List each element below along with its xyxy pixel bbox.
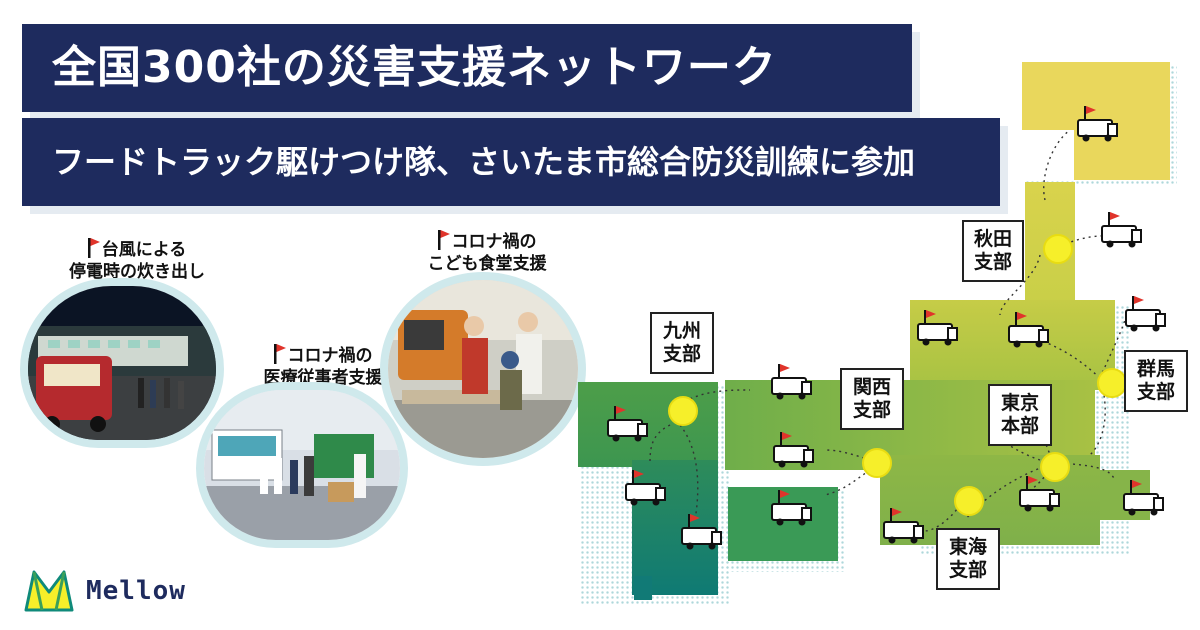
region-kanto-chubu	[910, 300, 1115, 390]
food-truck-icon	[681, 514, 722, 550]
page-title: 全国300社の災害支援ネットワーク	[22, 24, 912, 112]
flag-icon	[273, 344, 286, 364]
hub-dot-kansai	[862, 448, 892, 478]
photo-typhoon-image	[28, 286, 216, 440]
flag-icon	[87, 238, 100, 258]
map-gap	[1022, 130, 1074, 180]
photo-caption-medical: コロナ禍の 医療従事者支援	[263, 344, 383, 388]
mellow-logo: Mellow	[22, 566, 186, 616]
food-truck-icon	[1123, 480, 1164, 516]
photo-caption-cafeteria: コロナ禍の こども食堂支援	[427, 230, 547, 274]
callout-kyushu: 九州 支部	[650, 312, 714, 374]
hub-dot-akita	[1043, 234, 1073, 264]
food-truck-icon	[1008, 312, 1049, 348]
callout-gunma: 群馬 支部	[1124, 350, 1188, 412]
photo-medical-support	[204, 390, 400, 540]
food-truck-icon	[607, 406, 648, 442]
region-okinawa	[634, 576, 652, 600]
food-truck-icon	[883, 508, 924, 544]
food-truck-icon	[625, 470, 666, 506]
hub-dot-tokyo	[1040, 452, 1070, 482]
flag-icon	[437, 230, 450, 250]
food-truck-icon	[1125, 296, 1166, 332]
hub-dot-gunma	[1097, 368, 1127, 398]
photo-caption-typhoon: 台風による 停電時の炊き出し	[69, 238, 205, 282]
photo-cafeteria-support	[388, 280, 578, 458]
callout-akita: 秋田 支部	[962, 220, 1024, 282]
food-truck-icon	[1101, 212, 1142, 248]
photo-medical-image	[204, 390, 400, 540]
japan-network-map: 秋田 支部 群馬 支部 東京 本部 東海 支部 関西 支部 九州 支部	[570, 50, 1200, 610]
food-truck-icon	[771, 364, 812, 400]
mellow-logo-icon	[24, 570, 74, 612]
callout-tokai: 東海 支部	[936, 528, 1000, 590]
region-shikoku	[728, 487, 838, 561]
photo-cafeteria-image	[388, 280, 578, 458]
food-truck-icon	[1077, 106, 1118, 142]
food-truck-icon	[917, 310, 958, 346]
brand-name: Mellow	[86, 576, 186, 606]
page-subtitle: フードトラック駆けつけ隊、さいたま市総合防災訓練に参加	[22, 118, 1000, 206]
callout-tokyo: 東京 本部	[988, 384, 1052, 446]
hub-dot-tokai	[954, 486, 984, 516]
hub-dot-kyushu	[668, 396, 698, 426]
food-truck-icon	[1019, 476, 1060, 512]
photo-typhoon-relief	[28, 286, 216, 440]
food-truck-icon	[773, 432, 814, 468]
food-truck-icon	[771, 490, 812, 526]
callout-kansai: 関西 支部	[840, 368, 904, 430]
